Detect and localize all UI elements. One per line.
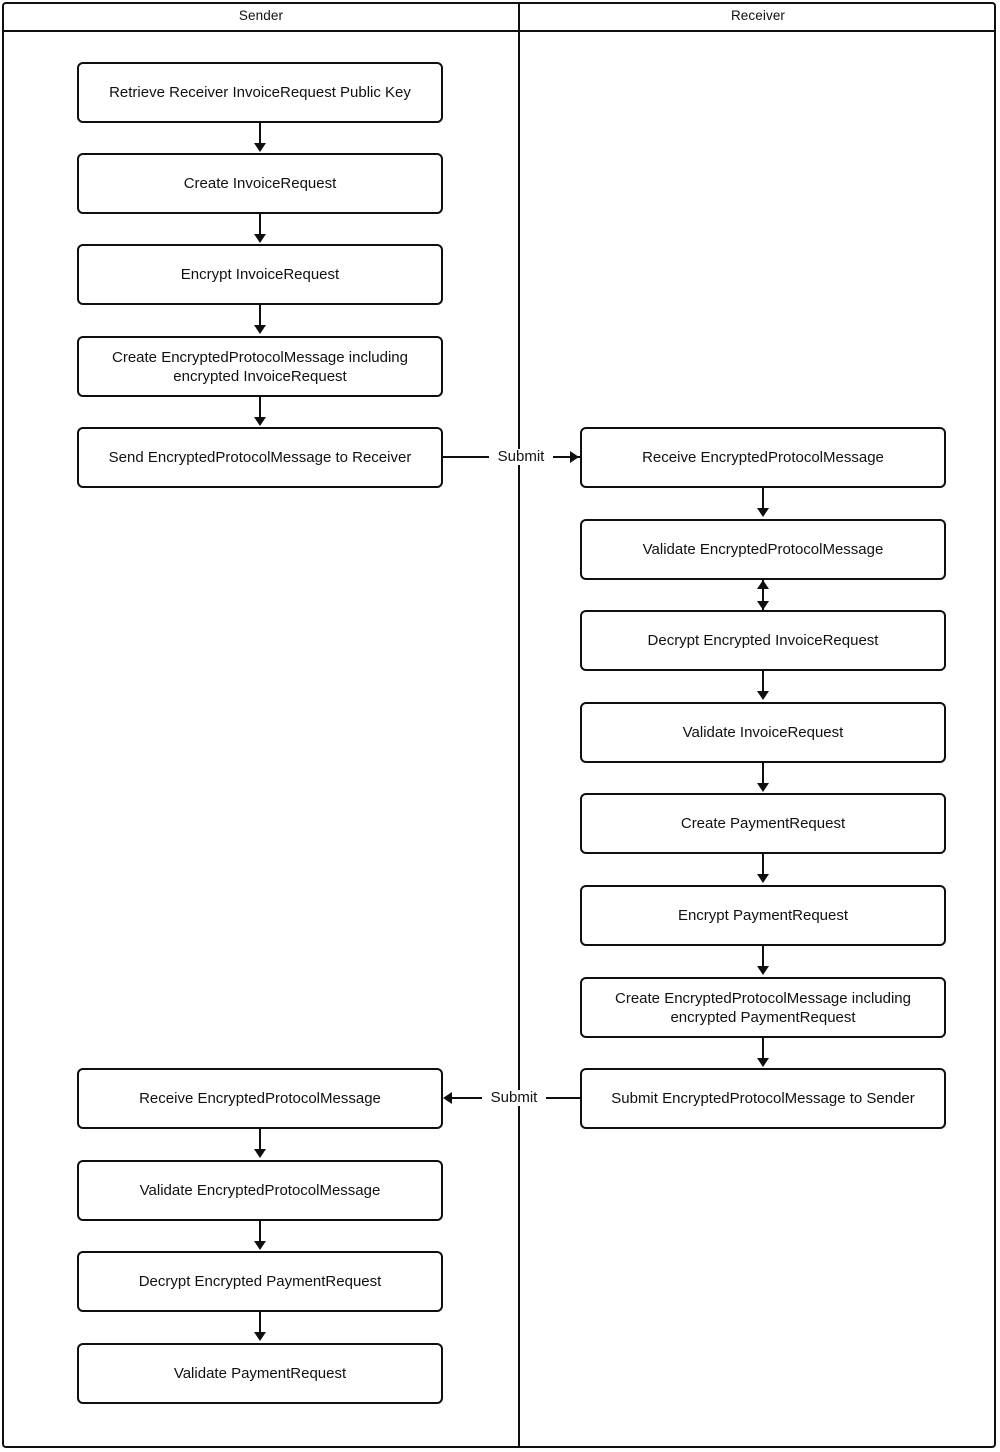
arrowhead-s8-s9 [254,1332,266,1341]
node-encrypt-invoicerequest[interactable]: Encrypt InvoiceRequest [77,244,443,305]
node-line-2: encrypted PaymentRequest [670,1008,856,1026]
arrowhead-s4-s5 [254,417,266,426]
node-validate-epm-receiver[interactable]: Validate EncryptedProtocolMessage [580,519,946,580]
connector-s7-s8 [259,1221,261,1242]
lane-header-separator [3,30,996,32]
arrowhead-s7-s8 [254,1241,266,1250]
arrowhead-r2-to-r3-down [757,601,769,610]
connector-r1-r2 [762,488,764,509]
node-validate-invoicerequest[interactable]: Validate InvoiceRequest [580,702,946,763]
node-line-1: Create EncryptedProtocolMessage includin… [112,348,408,366]
connector-r2-r3-bidirectional [762,580,764,610]
node-retrieve-receiver-public-key[interactable]: Retrieve Receiver InvoiceRequest Public … [77,62,443,123]
node-decrypt-encrypted-paymentrequest[interactable]: Decrypt Encrypted PaymentRequest [77,1251,443,1312]
connector-s8-s9 [259,1312,261,1333]
lane-title-sender: Sender [238,8,284,23]
connector-r6-r7 [762,946,764,967]
node-create-invoicerequest[interactable]: Create InvoiceRequest [77,153,443,214]
connector-s2-s3 [259,214,261,235]
connector-r7-r8 [762,1038,764,1059]
node-line-2: encrypted InvoiceRequest [173,367,347,385]
node-validate-paymentrequest[interactable]: Validate PaymentRequest [77,1343,443,1404]
connector-s4-s5 [259,397,261,418]
arrowhead-r3-r4 [757,691,769,700]
arrowhead-s6-s7 [254,1149,266,1158]
connector-s3-s4 [259,305,261,326]
node-encrypt-paymentrequest[interactable]: Encrypt PaymentRequest [580,885,946,946]
node-create-epm-paymentrequest[interactable]: Create EncryptedProtocolMessage includin… [580,977,946,1038]
arrowhead-r6-r7 [757,966,769,975]
node-submit-epm-to-sender[interactable]: Submit EncryptedProtocolMessage to Sende… [580,1068,946,1129]
node-send-epm-to-receiver[interactable]: Send EncryptedProtocolMessage to Receive… [77,427,443,488]
connector-s6-s7 [259,1129,261,1150]
arrowhead-r1-r2 [757,508,769,517]
node-create-paymentrequest[interactable]: Create PaymentRequest [580,793,946,854]
arrowhead-s1-s2 [254,143,266,152]
arrowhead-s2-s3 [254,234,266,243]
arrowhead-submit-to-sender [443,1092,452,1104]
arrowhead-r7-r8 [757,1058,769,1067]
node-receive-epm-sender[interactable]: Receive EncryptedProtocolMessage [77,1068,443,1129]
node-line-1: Create EncryptedProtocolMessage includin… [615,989,911,1007]
node-create-epm-invoicerequest[interactable]: Create EncryptedProtocolMessage includin… [77,336,443,397]
lane-divider [518,3,520,1447]
node-validate-epm-sender[interactable]: Validate EncryptedProtocolMessage [77,1160,443,1221]
arrowhead-submit-to-receiver [570,451,579,463]
arrowhead-s3-s4 [254,325,266,334]
connector-r4-r5 [762,763,764,784]
connector-s1-s2 [259,123,261,144]
connector-r5-r6 [762,854,764,875]
node-receive-epm-receiver[interactable]: Receive EncryptedProtocolMessage [580,427,946,488]
arrowhead-r4-r5 [757,783,769,792]
edge-label-submit-to-sender: Submit [482,1090,546,1106]
arrowhead-r5-r6 [757,874,769,883]
connector-r3-r4 [762,671,764,692]
arrowhead-r3-to-r2-up [757,580,769,589]
lane-title-receiver: Receiver [730,8,786,23]
node-decrypt-encrypted-invoicerequest[interactable]: Decrypt Encrypted InvoiceRequest [580,610,946,671]
edge-label-submit-to-receiver: Submit [489,449,553,465]
